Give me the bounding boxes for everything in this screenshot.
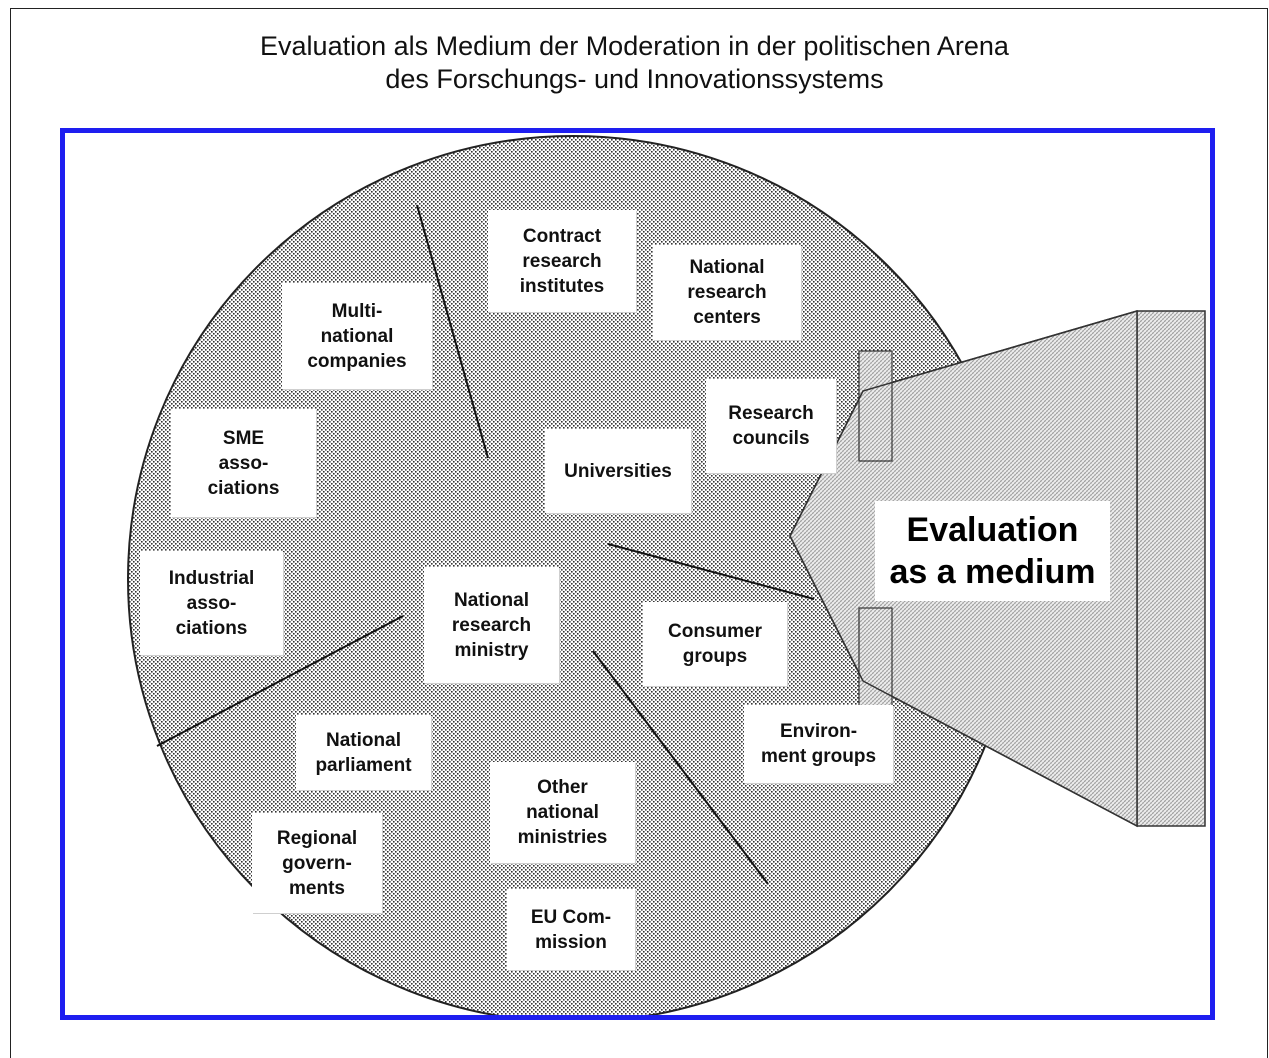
- title-line-2: des Forschungs- und Innovationssystems: [385, 64, 884, 94]
- label-regional-governments: Regional govern- ments: [252, 813, 382, 913]
- label-national-research-ministry: National research ministry: [424, 567, 559, 683]
- page-frame: [10, 8, 1268, 1058]
- label-national-parliament: National parliament: [296, 715, 431, 790]
- label-national-research-centers: National research centers: [653, 245, 801, 340]
- label-universities: Universities: [545, 429, 691, 513]
- funnel-outline: [789, 310, 1138, 827]
- label-evaluation-medium: Evaluation as a medium: [875, 501, 1110, 601]
- label-environment-groups: Environ- ment groups: [744, 705, 893, 783]
- connector-line: [156, 615, 404, 747]
- connector-line: [607, 543, 815, 600]
- label-research-councils: Research councils: [706, 379, 836, 473]
- title-line-1: Evaluation als Medium der Moderation in …: [260, 31, 1009, 61]
- connector-line: [592, 650, 769, 885]
- label-sme-associations: SME asso- ciations: [171, 409, 316, 517]
- funnel-lower-bar: [858, 607, 893, 719]
- funnel-back-box: [1136, 310, 1206, 827]
- connector-line: [416, 204, 489, 459]
- diagram-frame: Contract research institutes National re…: [60, 128, 1215, 1020]
- label-multinational-companies: Multi- national companies: [282, 283, 432, 389]
- label-eu-commission: EU Com- mission: [507, 889, 635, 970]
- label-contract-research-institutes: Contract research institutes: [488, 210, 636, 312]
- funnel-upper-bar: [858, 350, 893, 462]
- label-consumer-groups: Consumer groups: [643, 602, 787, 686]
- label-industrial-associations: Industrial asso- ciations: [140, 551, 283, 655]
- diagram-title: Evaluation als Medium der Moderation in …: [0, 30, 1269, 96]
- label-other-national-ministries: Other national ministries: [490, 762, 635, 863]
